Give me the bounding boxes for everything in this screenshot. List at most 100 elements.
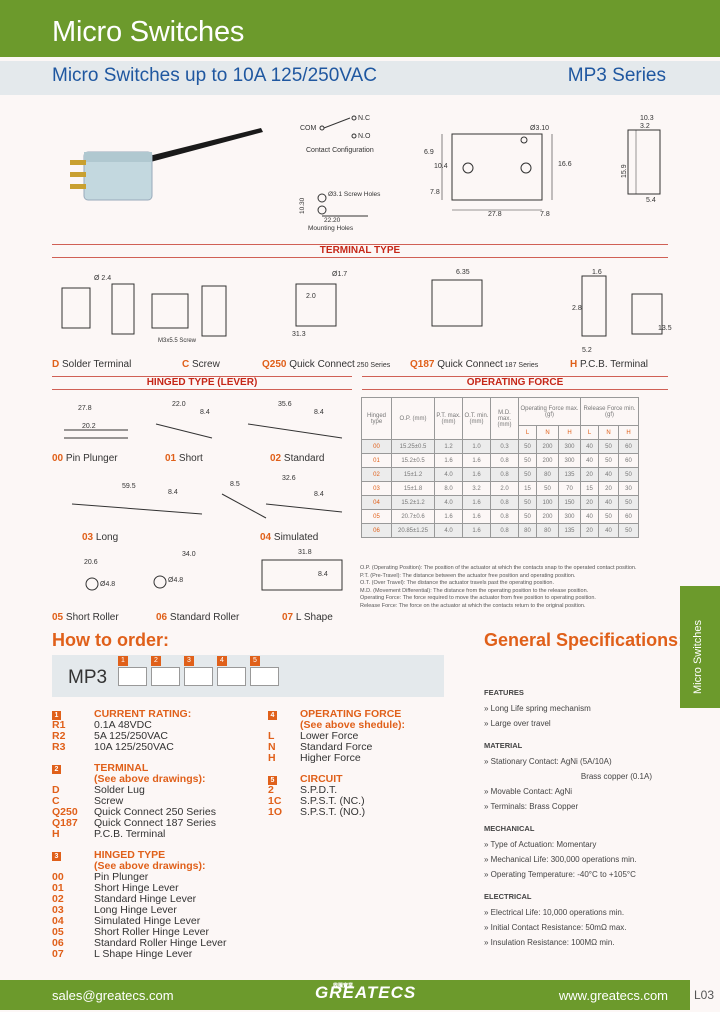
hinge-label-02: 02 Standard: [270, 453, 325, 464]
body-dim-2: 6.9: [424, 149, 434, 156]
hinge-dim-e: 35.6: [278, 401, 292, 408]
hinge-label-01: 01 Short: [165, 453, 203, 464]
terminal-label-q250: Q250 Quick Connect 250 Series: [262, 359, 391, 370]
side-view-drawing: 10.3 3.2 15.9 5.4: [621, 115, 661, 204]
mount-caption: Mounting Holes: [308, 225, 354, 232]
hinge-dim-f: 8.4: [314, 409, 324, 416]
order-slot-2[interactable]: [151, 667, 180, 686]
terminal-c-dim3: 31.3: [292, 331, 306, 338]
terminal-c-dim2: 2.0: [306, 293, 316, 300]
hinge-dim-h: 8.4: [168, 489, 178, 496]
hinge-dim-b: 20.2: [82, 423, 96, 430]
terminal-h-dim2: 2.8: [572, 305, 582, 312]
hinge-dim-c: 22.0: [172, 401, 186, 408]
terminal-drawings: Ø 2.4 M3x5.5 Screw Ø1.7 2.0 31.3 6.35 1.…: [61, 269, 672, 354]
mount-dim-2: 22.20: [324, 217, 341, 224]
body-outline-drawing: Ø3.10 6.9 10.4 16.6 7.8 27.8 7.8: [424, 125, 572, 218]
hinge-label-07: 07 L Shape: [282, 612, 333, 623]
hinge-dim-n: 34.0: [182, 551, 196, 558]
side-dim-4: 5.4: [646, 197, 656, 204]
footer-website[interactable]: www.greatecs.com: [558, 988, 668, 1003]
side-dim-3: 15.9: [621, 164, 628, 178]
general-specs-heading: General Specifications:: [484, 630, 685, 650]
hinge-dim-k: 8.4: [314, 491, 324, 498]
hinge-label-05: 05 Short Roller: [52, 612, 119, 623]
hinge-dim-m: Ø4.8: [100, 581, 115, 588]
body-dim-1: Ø3.10: [530, 125, 549, 132]
order-prefix: MP3: [68, 667, 108, 688]
body-dim-3: 10.4: [434, 163, 448, 170]
header-bar: Micro Switches: [0, 0, 720, 57]
operating-force-heading: OPERATING FORCE: [362, 376, 668, 390]
terminal-label-d: D Solder Terminal: [52, 359, 132, 370]
mounting-holes-drawing: Ø3.1 Screw Holes 10.30 22.20 Mounting Ho…: [299, 191, 381, 232]
contact-configuration-drawing: COM N.C N.O Contact Configuration: [300, 115, 374, 154]
subheader-title: Micro Switches up to 10A 125/250VAC: [52, 65, 377, 86]
series-name: MP3 Series: [567, 65, 666, 86]
terminal-c-screw: M3x5.5 Screw: [158, 338, 197, 344]
body-dim-7: 7.8: [540, 211, 550, 218]
hinge-label-00: 00 Pin Plunger: [52, 453, 118, 464]
terminal-d-dim: Ø 2.4: [94, 275, 111, 282]
hinge-label-06: 06 Standard Roller: [156, 612, 240, 623]
footer-email[interactable]: sales@greatecs.com: [52, 988, 174, 1003]
hinge-dim-p: 31.8: [298, 549, 312, 556]
hinge-dim-g: 59.5: [122, 483, 136, 490]
mount-dim-1: 10.30: [299, 197, 306, 214]
body-dim-6: 27.8: [488, 211, 502, 218]
terminal-h-dim1: 1.6: [592, 269, 602, 276]
page-title: Micro Switches: [52, 16, 245, 48]
label-no: N.O: [358, 133, 371, 140]
terminal-label-c: C Screw: [182, 359, 220, 370]
terminal-label-q187: Q187 Quick Connect 187 Series: [410, 359, 539, 370]
hinge-dim-i: 8.5: [230, 481, 240, 488]
hinge-dim-j: 32.6: [282, 475, 296, 482]
body-dim-4: 16.6: [558, 161, 572, 168]
general-specs-list: FEATURES » Long Life spring mechanism » …: [484, 688, 652, 947]
terminal-q-dim: 6.35: [456, 269, 470, 276]
order-slot-5[interactable]: [250, 667, 279, 686]
how-to-order-heading: How to order:: [52, 630, 169, 650]
side-dim-2: 3.2: [640, 123, 650, 130]
side-tab-label: Micro Switches: [692, 620, 704, 694]
terminal-type-heading: TERMINAL TYPE: [52, 244, 668, 258]
hinge-dim-d: 8.4: [200, 409, 210, 416]
order-slot-3[interactable]: [184, 667, 213, 686]
label-com: COM: [300, 125, 317, 132]
label-nc: N.C: [358, 115, 370, 122]
body-dim-5: 7.8: [430, 189, 440, 196]
hinged-drawings: 27.8 20.2 22.0 8.4 35.6 8.4 59.5 8.4 8.5…: [64, 401, 343, 591]
hinge-dim-o: Ø4.8: [168, 577, 183, 584]
page-number: L03: [694, 988, 715, 1002]
hinge-dim-l: 20.6: [84, 559, 98, 566]
order-slot-1[interactable]: [118, 667, 147, 686]
order-code-box: MP3 1 2 3 4 5: [52, 655, 444, 697]
screw-holes-label: Ø3.1 Screw Holes: [328, 191, 381, 198]
hinge-label-03: 03 Long: [82, 532, 119, 543]
contact-caption: Contact Configuration: [306, 147, 374, 154]
hinge-label-04: 04 Simulated: [260, 532, 319, 543]
order-slot-4[interactable]: [217, 667, 246, 686]
product-photo: [70, 128, 263, 201]
operating-force-notes: O.P. (Operating Position): The position …: [360, 565, 637, 609]
hinge-dim-a: 27.8: [78, 405, 92, 412]
terminal-c-dim: Ø1.7: [332, 271, 347, 278]
terminal-h-dim4: 13.5: [658, 325, 672, 332]
side-tab[interactable]: Micro Switches: [680, 586, 720, 708]
hinge-dim-q: 8.4: [318, 571, 328, 578]
side-dim-1: 10.3: [640, 115, 654, 122]
